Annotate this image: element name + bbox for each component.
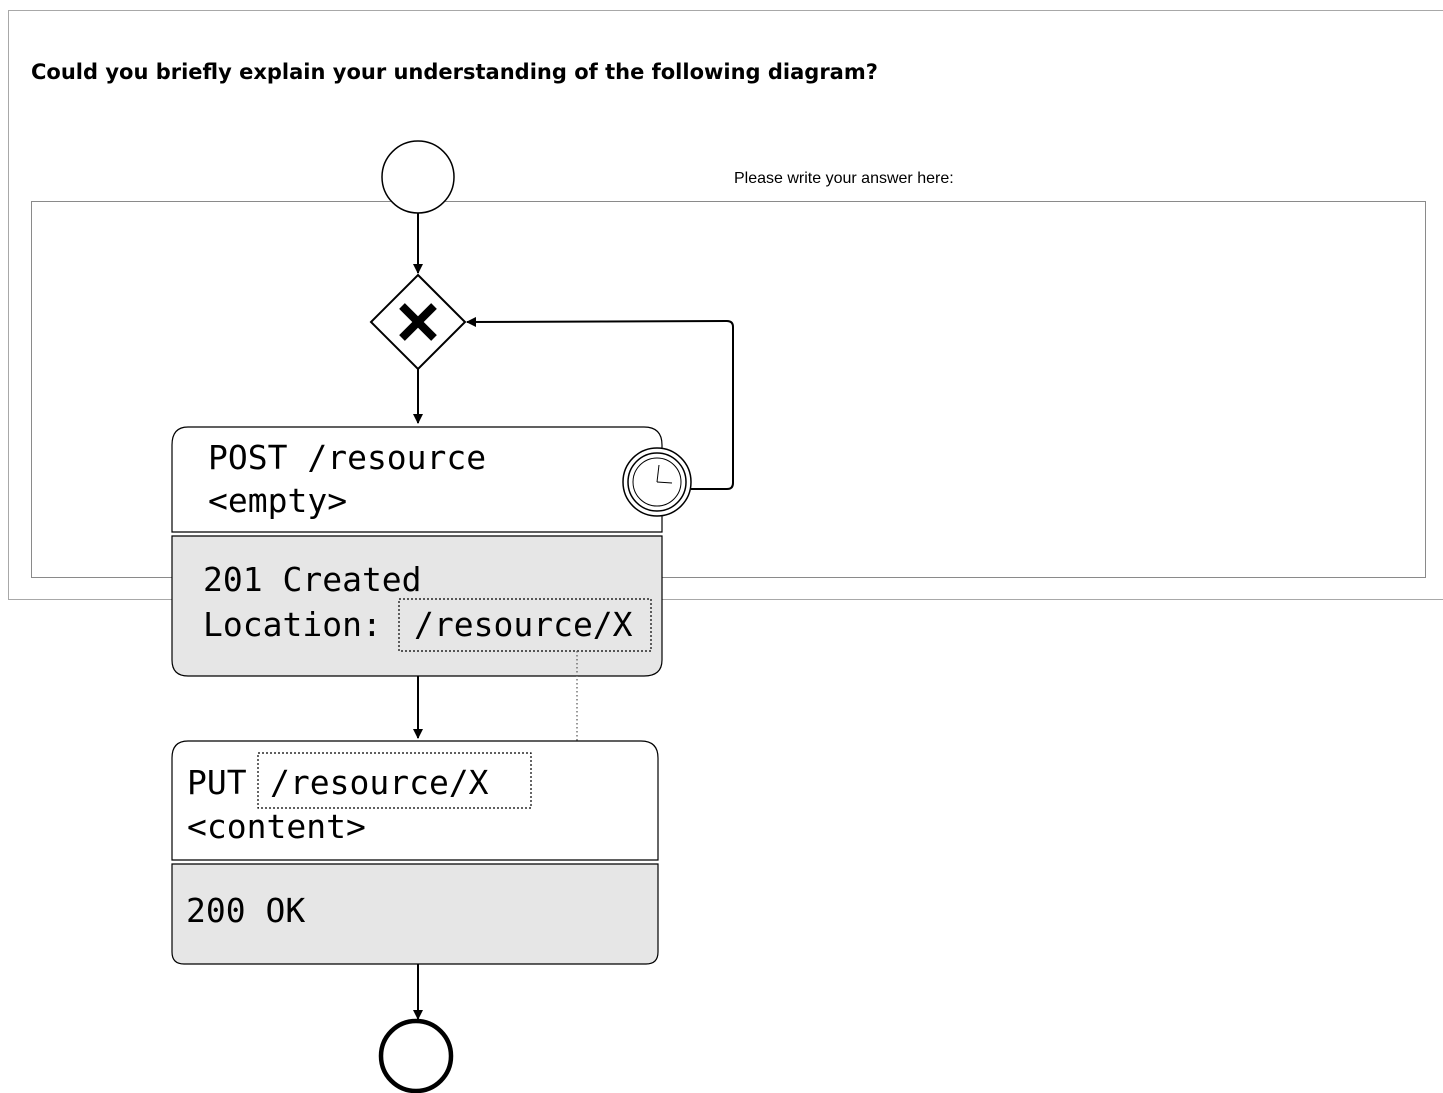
exclusive-gateway-icon	[369, 273, 467, 371]
put-path-highlight	[257, 752, 532, 809]
flow-timer-loop	[466, 316, 734, 490]
post-request-box: POST /resource <empty>	[171, 426, 663, 533]
answer-textarea[interactable]	[31, 201, 1426, 578]
survey-frame	[8, 10, 1443, 600]
timer-clock-icon	[622, 447, 692, 517]
ok-response-line1: 200 OK	[186, 891, 305, 930]
put-request-method: PUT	[187, 763, 247, 802]
question-title: Could you briefly explain your understan…	[31, 60, 878, 84]
put-request-path: /resource/X	[270, 763, 489, 802]
end-event-icon	[378, 1018, 454, 1093]
put-request-line2: <content>	[187, 807, 366, 846]
put-request-box: PUT /resource/X <content>	[171, 740, 659, 861]
post-request-line2: <empty>	[208, 481, 347, 520]
created-response-line1: 201 Created	[203, 560, 422, 599]
post-request-line1: POST /resource	[208, 438, 486, 477]
bpmn-diagram: POST /resource <empty> 201 Created Locat…	[171, 140, 734, 1093]
created-response-location-value: /resource/X	[414, 605, 633, 644]
answer-label: Please write your answer here:	[734, 170, 954, 187]
start-event-icon	[381, 140, 455, 214]
created-response-box: 201 Created Location: /resource/X	[171, 535, 663, 677]
location-link-highlight	[398, 598, 652, 652]
created-response-location-label: Location:	[203, 605, 382, 644]
ok-response-box: 200 OK	[171, 863, 659, 965]
